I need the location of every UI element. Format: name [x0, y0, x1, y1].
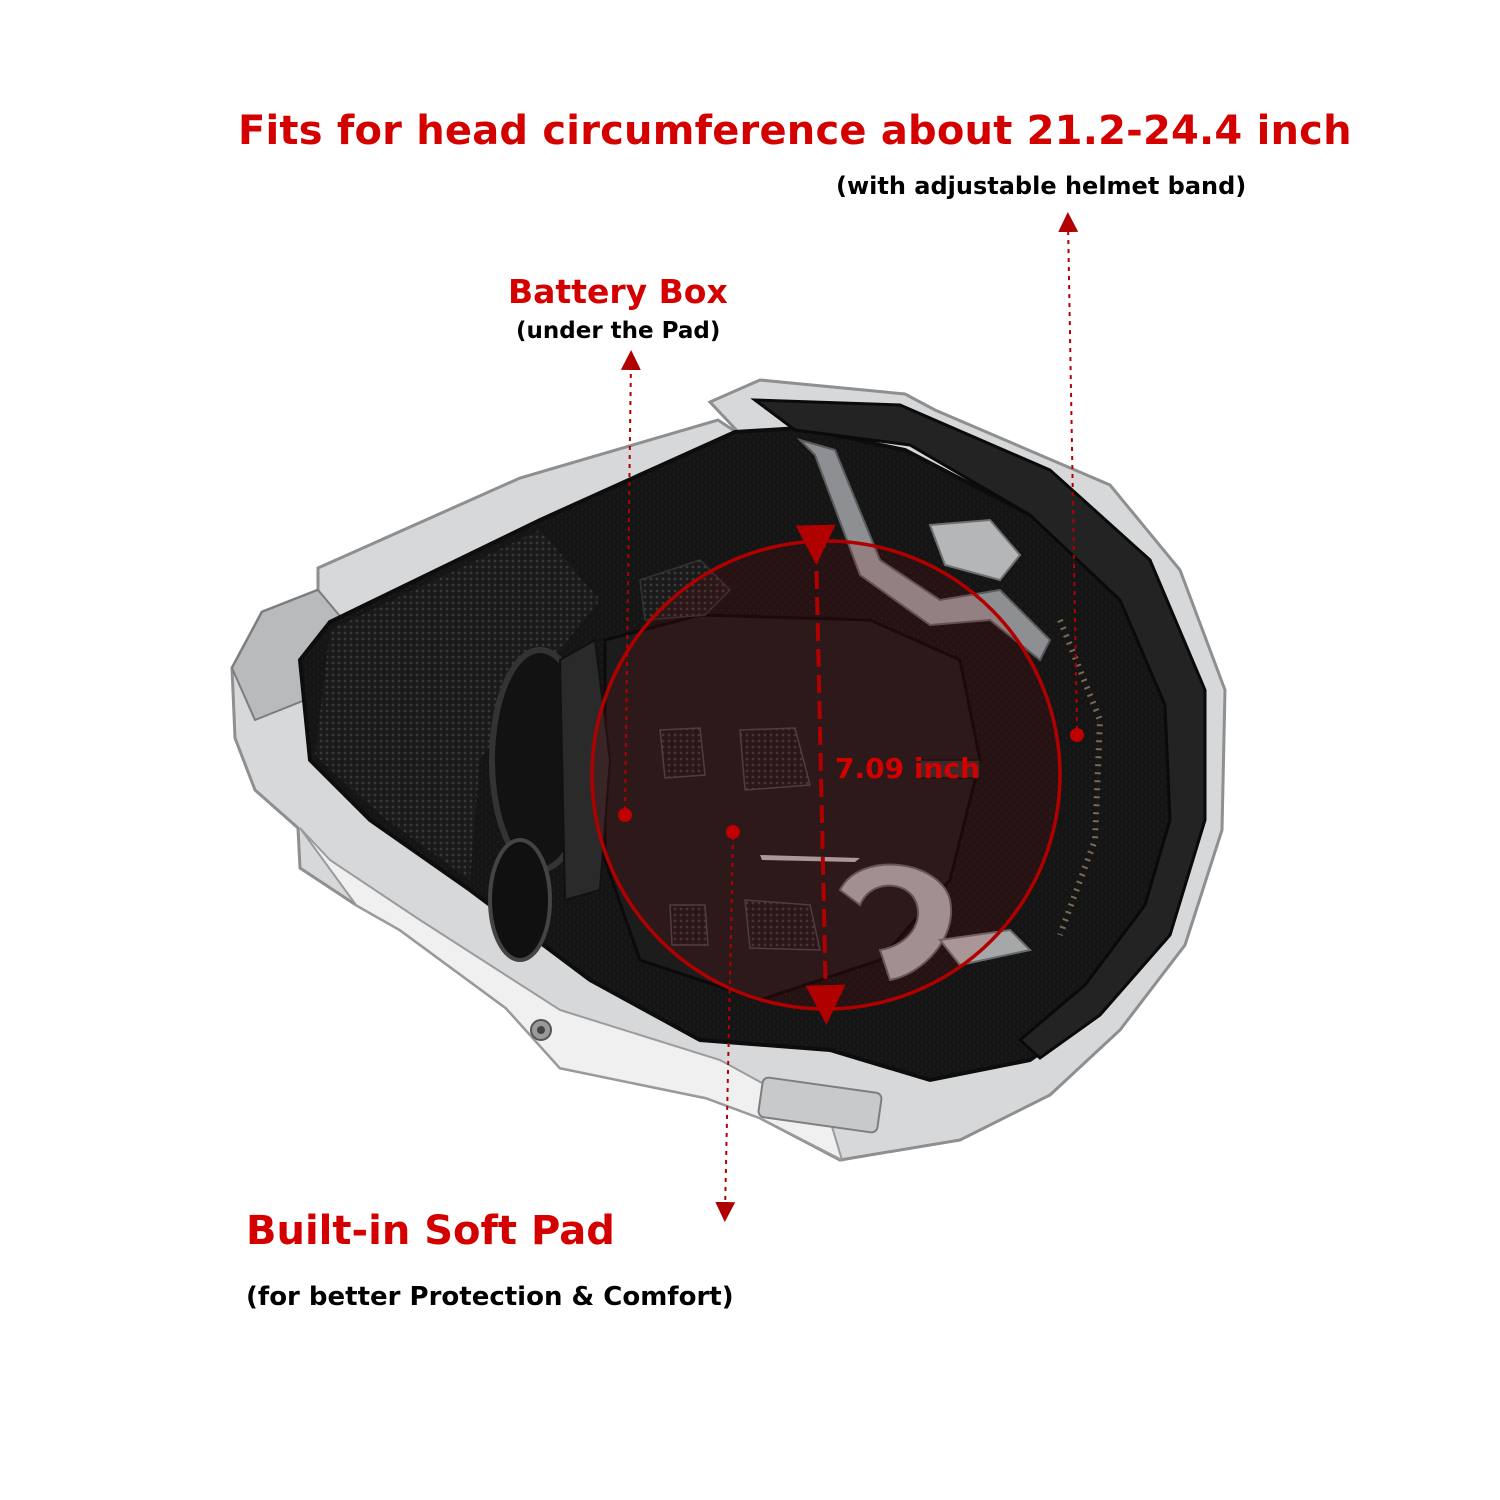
battery-box-note: (under the Pad) [516, 318, 721, 344]
soft-pad-leader [715, 825, 740, 1222]
battery-box-leader [618, 350, 641, 822]
soft-pad-note: (for better Protection & Comfort) [246, 1282, 734, 1312]
adjustable-band-note: (with adjustable helmet band) [836, 172, 1247, 200]
measurement-label: 7.09 inch [835, 752, 980, 785]
battery-box-label: Battery Box [508, 272, 728, 311]
inner-padding [297, 398, 1207, 1083]
helmet-band-leader [1058, 212, 1084, 742]
fit-headline: Fits for head circumference about 21.2-2… [238, 108, 1352, 154]
soft-pad-label: Built-in Soft Pad [246, 1208, 615, 1254]
